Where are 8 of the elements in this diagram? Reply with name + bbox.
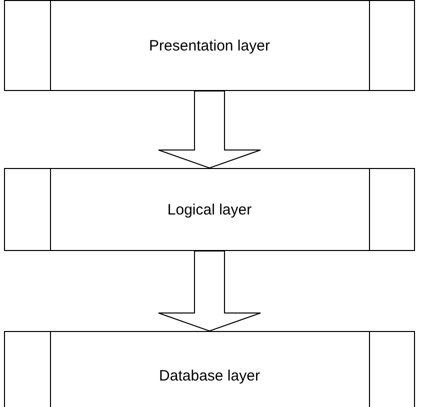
process-box bbox=[4, 168, 415, 251]
box-label: Presentation layer bbox=[149, 37, 270, 54]
box-label: Database layer bbox=[159, 368, 260, 384]
block-arrow bbox=[158, 250, 261, 332]
box-label: Logical layer bbox=[167, 201, 252, 218]
process-box bbox=[4, 331, 415, 407]
process-box bbox=[4, 0, 415, 91]
block-arrow bbox=[158, 90, 261, 169]
